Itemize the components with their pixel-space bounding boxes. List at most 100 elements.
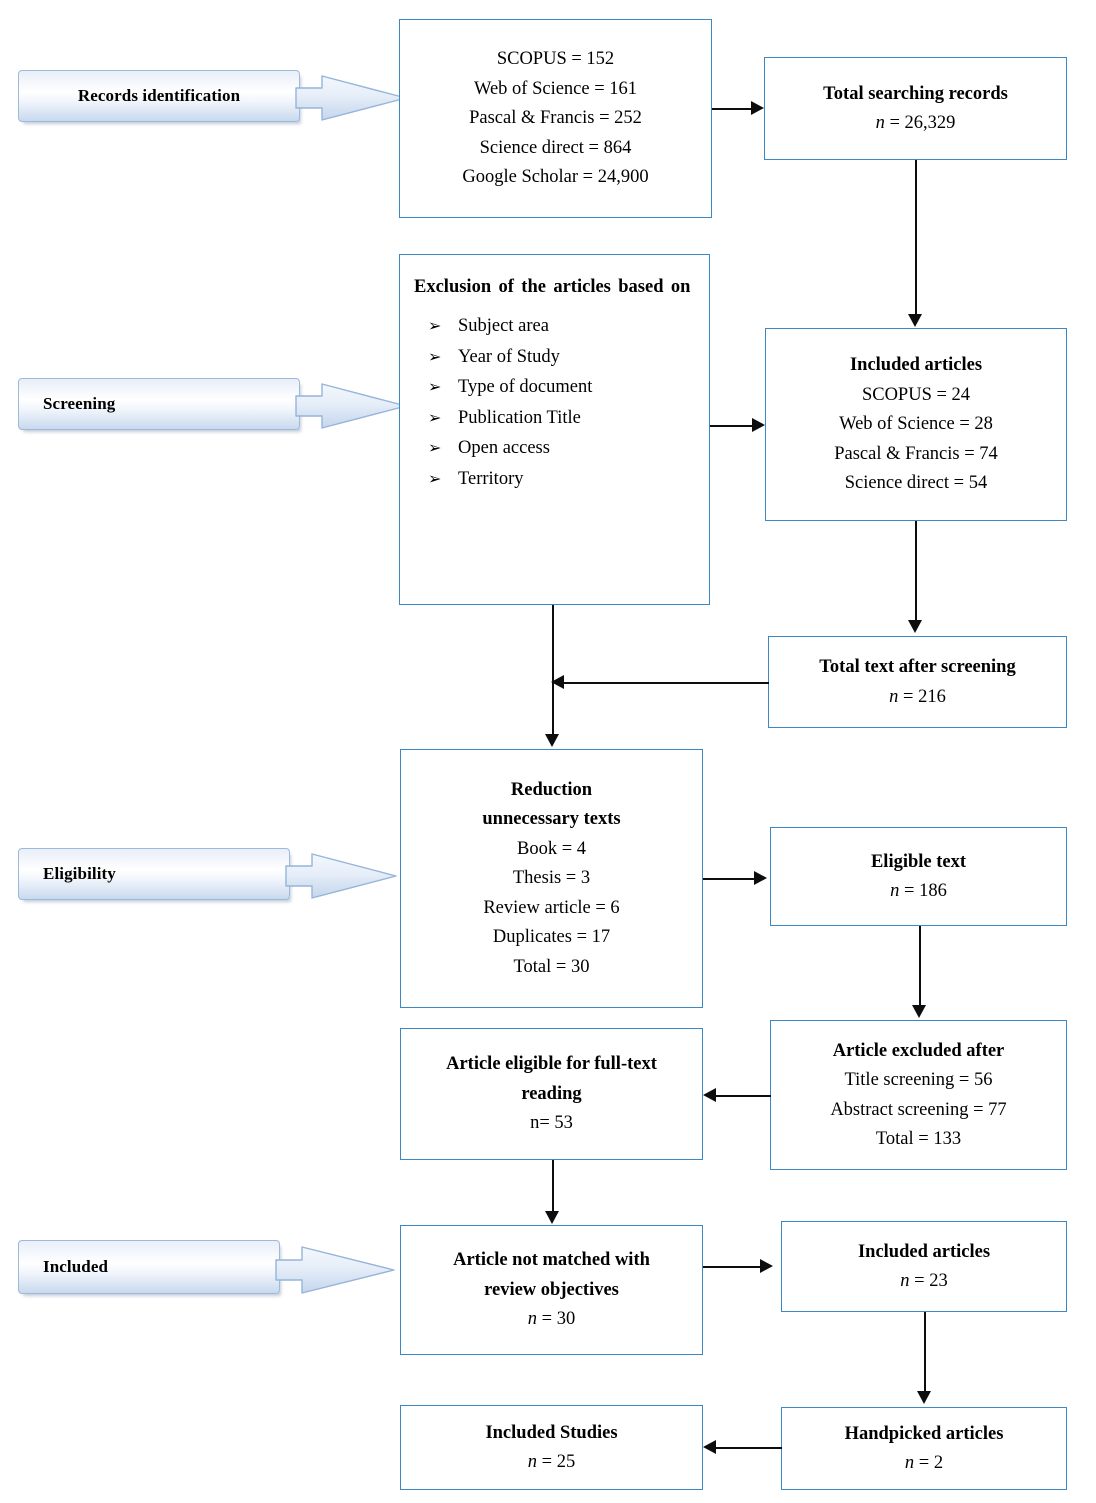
- box-title: Total text after screening: [819, 657, 1016, 677]
- box-count: n = 216: [889, 686, 946, 707]
- stage-arrow-icon: [284, 848, 404, 909]
- box-line: Total = 133: [875, 1129, 962, 1149]
- box-line: Abstract screening = 77: [830, 1099, 1007, 1120]
- connector-included-to-totaltext: [915, 521, 917, 621]
- source-line: Pascal & Francis = 252: [469, 108, 642, 129]
- box-title: unnecessary texts: [482, 809, 621, 830]
- box-title: Total searching records: [823, 83, 1008, 104]
- arrow-bullet-icon: ➢: [428, 440, 442, 458]
- stage-banner-plate: Eligibility: [18, 848, 290, 900]
- list-item-label: Territory: [458, 468, 524, 489]
- stage-label: Included: [43, 1257, 109, 1276]
- box-total-text-after-screening: Total text after screening n = 216: [768, 636, 1067, 728]
- stage-label: Screening: [43, 394, 116, 413]
- box-line: Review article = 6: [483, 897, 620, 918]
- box-count: n = 2: [904, 1453, 944, 1473]
- list-item: ➢Year of Study: [414, 342, 699, 373]
- box-count: n = 30: [527, 1309, 576, 1330]
- connector-handpicked-to-studies: [716, 1447, 782, 1449]
- arrowhead-down-icon: [545, 1211, 559, 1224]
- arrowhead-left-icon: [551, 675, 564, 689]
- source-line: SCOPUS = 152: [496, 49, 615, 70]
- box-title: Handpicked articles: [844, 1423, 1004, 1444]
- source-line: Web of Science = 161: [473, 78, 638, 99]
- connector-exclusion-spine: [552, 605, 554, 735]
- stage-banner-plate: Records identification: [18, 70, 300, 122]
- box-title: Article eligible for full-text: [446, 1054, 657, 1075]
- box-included-articles-screening: Included articles SCOPUS = 24 Web of Sci…: [765, 328, 1067, 521]
- box-reduction-unnecessary-texts: Reduction unnecessary texts Book = 4 The…: [400, 749, 703, 1008]
- stage-banner-records-identification: Records identification: [18, 70, 407, 126]
- connector-excluded-to-fulltext: [716, 1095, 771, 1097]
- list-item: ➢ Publication Title: [414, 403, 699, 434]
- arrowhead-down-icon: [917, 1391, 931, 1404]
- box-article-not-matched: Article not matched with review objectiv…: [400, 1225, 703, 1355]
- stage-arrow-icon: [294, 378, 414, 439]
- arrow-bullet-icon: ➢: [428, 470, 442, 488]
- box-line: Thesis = 3: [512, 868, 591, 889]
- list-item: ➢ Type of document: [414, 372, 699, 403]
- stage-arrow-icon: [274, 1241, 404, 1304]
- box-line: Book = 4: [516, 838, 587, 859]
- box-title: Article excluded after: [832, 1040, 1005, 1061]
- box-title: Reduction: [510, 779, 593, 800]
- box-title: Eligible text: [870, 851, 967, 872]
- arrowhead-down-icon: [912, 1005, 926, 1018]
- box-included-studies: Included Studies n = 25: [400, 1405, 703, 1490]
- stage-banner-screening: Screening: [18, 378, 407, 434]
- stage-label: Records identification: [77, 86, 241, 105]
- box-count: n = 186: [890, 881, 947, 901]
- arrowhead-left-icon: [703, 1088, 716, 1102]
- box-line: Duplicates = 17: [492, 927, 611, 948]
- box-eligible-text: Eligible text n = 186: [770, 827, 1067, 926]
- arrow-bullet-icon: ➢: [428, 348, 442, 366]
- box-count: n = 23: [900, 1271, 948, 1291]
- stage-arrow-icon: [294, 70, 414, 131]
- arrow-bullet-icon: ➢: [428, 379, 442, 397]
- connector-total-to-included: [915, 160, 917, 315]
- list-item-label: Type of document: [458, 377, 593, 398]
- box-line: Total = 30: [513, 956, 590, 977]
- box-line: SCOPUS = 24: [861, 384, 971, 405]
- list-item-label: Subject area: [458, 316, 549, 337]
- box-title: Included Studies: [485, 1422, 618, 1443]
- stage-banner-plate: Included: [18, 1240, 280, 1294]
- list-item-label: Publication Title: [458, 407, 581, 428]
- box-count: n = 26,329: [875, 113, 956, 133]
- box-count: n= 53: [530, 1113, 573, 1134]
- stage-banner-included: Included: [18, 1240, 408, 1298]
- arrow-bullet-icon: ➢: [428, 409, 442, 427]
- box-exclusion-criteria: Exclusion of the articles based on ➢Subj…: [399, 254, 710, 605]
- stage-banner-plate: Screening: [18, 378, 300, 430]
- arrowhead-right-icon: [760, 1259, 773, 1273]
- box-article-eligible-fulltext: Article eligible for full-text reading n…: [400, 1028, 703, 1160]
- list-item: ➢ Territory: [414, 464, 699, 495]
- connector-totaltext-to-spine: [564, 682, 769, 684]
- connector-exclusion-to-included: [710, 425, 753, 427]
- arrowhead-left-icon: [703, 1440, 716, 1454]
- source-line: Science direct = 864: [479, 137, 632, 158]
- arrowhead-right-icon: [752, 418, 765, 432]
- box-title: review objectives: [484, 1279, 619, 1300]
- box-title: reading: [521, 1083, 582, 1104]
- source-line: Google Scholar = 24,900: [462, 167, 649, 188]
- connector-reduction-to-eligible: [703, 878, 755, 880]
- box-count: n = 25: [527, 1452, 576, 1472]
- box-title: Included articles: [849, 355, 983, 376]
- connector-fulltext-to-notmatched: [552, 1160, 554, 1212]
- box-sources: SCOPUS = 152 Web of Science = 161 Pascal…: [399, 19, 712, 218]
- box-article-excluded-after: Article excluded after Title screening =…: [770, 1020, 1067, 1170]
- arrow-bullet-icon: ➢: [428, 318, 442, 336]
- box-handpicked-articles: Handpicked articles n = 2: [781, 1407, 1067, 1490]
- box-total-searching-records: Total searching records n = 26,329: [764, 57, 1067, 160]
- stage-label: Eligibility: [43, 864, 116, 883]
- arrowhead-down-icon: [545, 734, 559, 747]
- arrowhead-down-icon: [908, 314, 922, 327]
- connector-notmatched-to-includedfinal: [703, 1266, 761, 1268]
- box-line: Web of Science = 28: [839, 414, 993, 435]
- box-line: Title screening = 56: [844, 1070, 993, 1090]
- connector-eligible-to-excluded: [919, 926, 921, 1006]
- box-title: Article not matched with: [453, 1250, 650, 1271]
- connector-sources-to-total: [712, 108, 752, 110]
